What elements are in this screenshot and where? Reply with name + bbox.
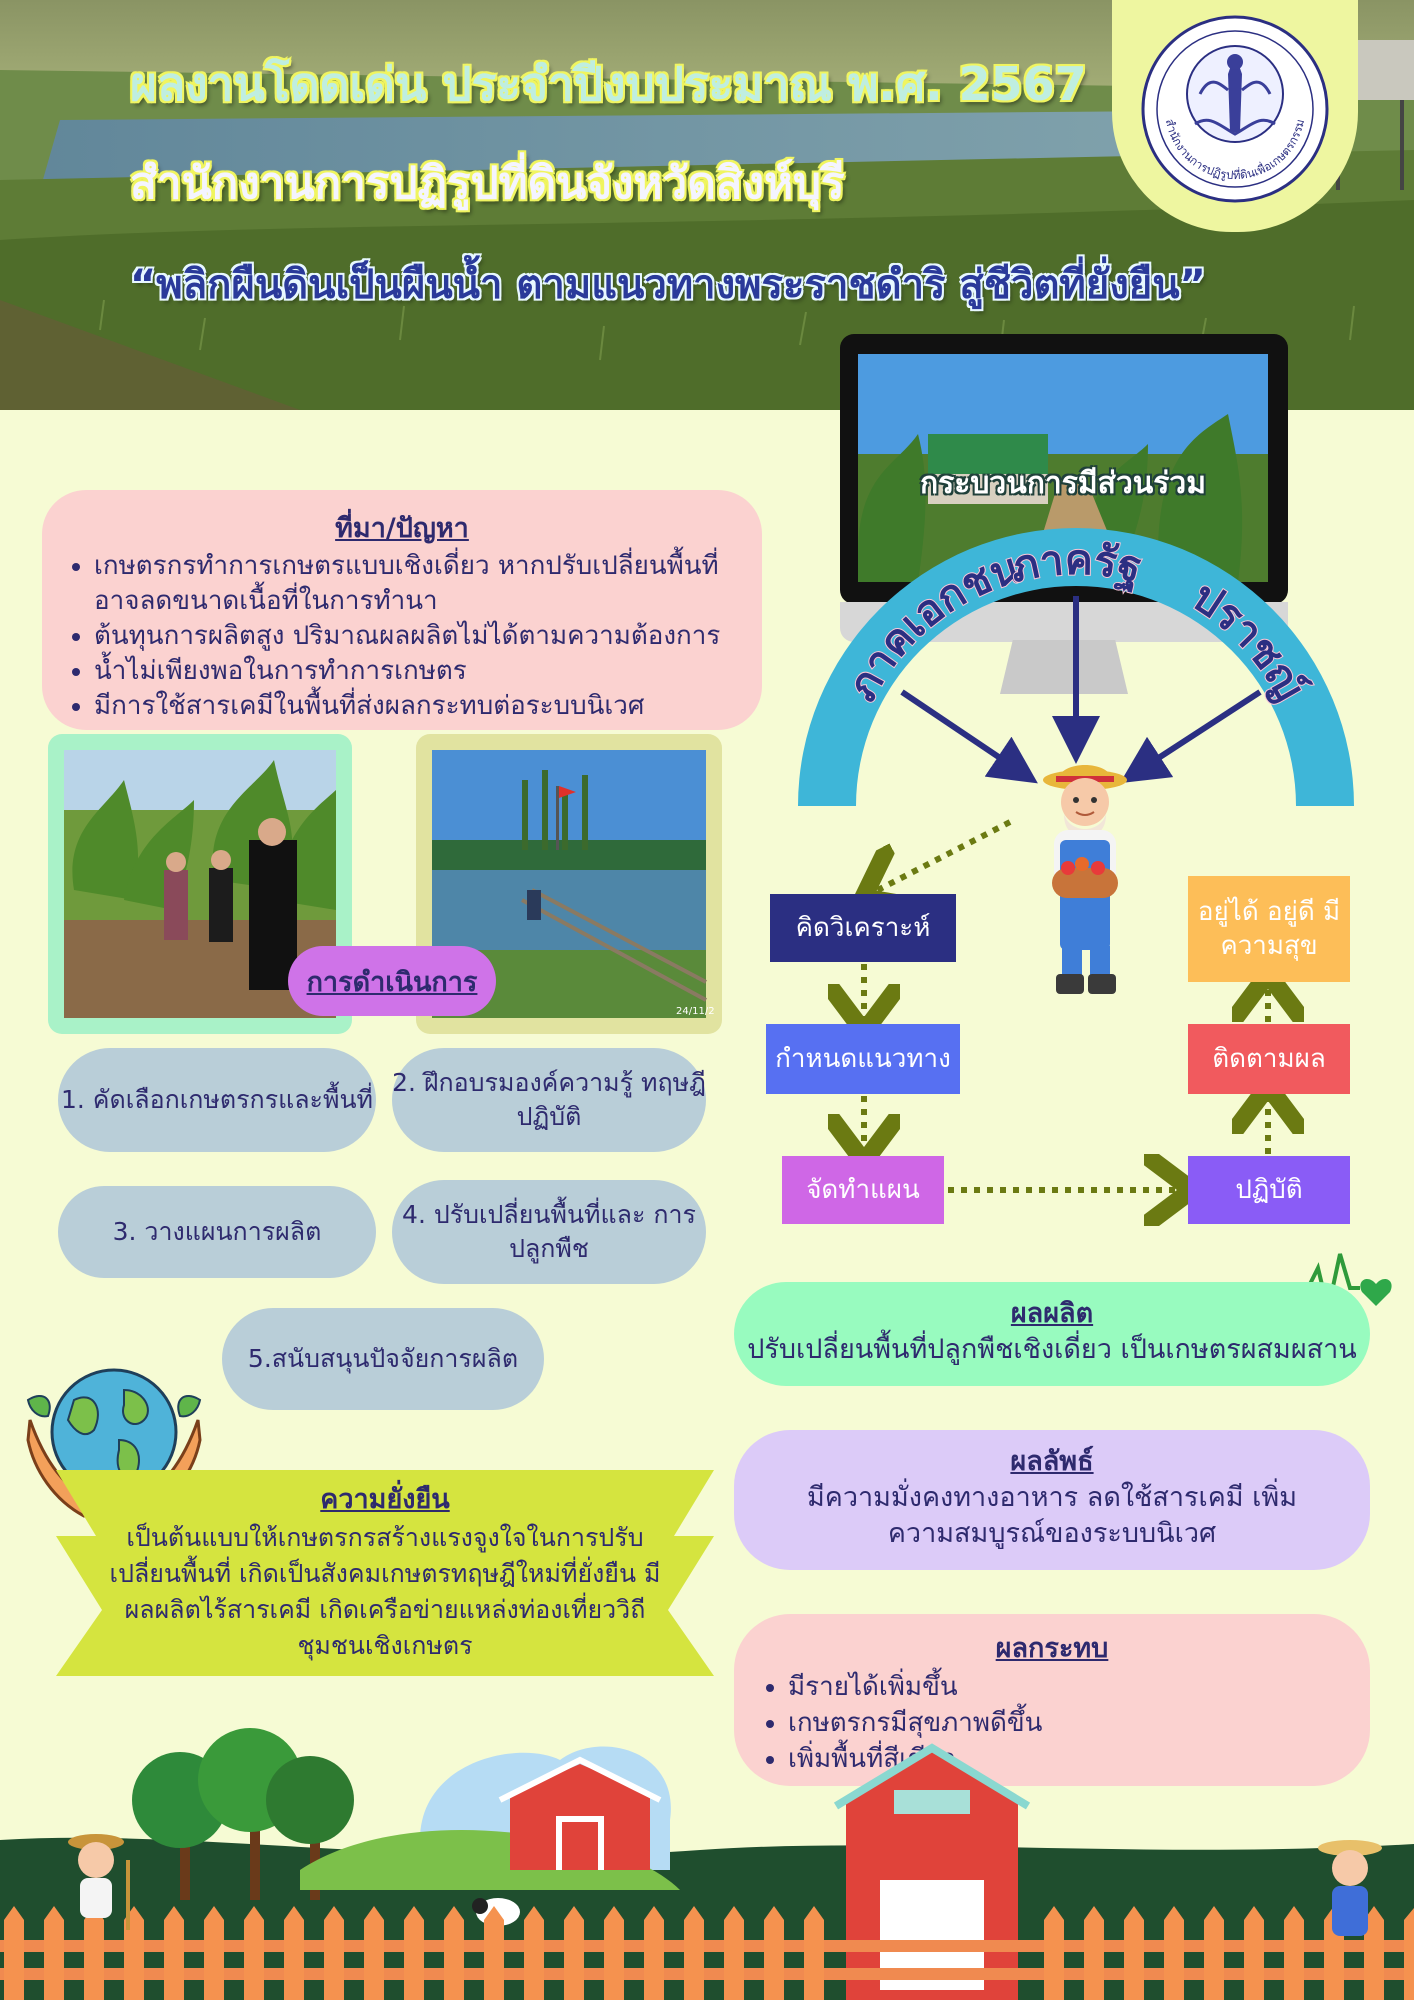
- red-barn-icon: [498, 1756, 662, 1870]
- slogan: “พลิกผืนดินเป็นผืนน้ำ ตามแนวทางพระราชดำร…: [130, 262, 1206, 308]
- problem-heading: ที่มา/ปัญหา: [335, 513, 469, 544]
- problem-item: น้ำไม่เพียงพอในการทำการเกษตร: [94, 654, 762, 689]
- impact-heading: ผลกระทบ: [995, 1633, 1109, 1664]
- output-heading: ผลผลิต: [1010, 1298, 1094, 1329]
- operation-step-1: 1. คัดเลือกเกษตรกรและพื้นที่: [58, 1048, 376, 1152]
- flow-step-happy: อยู่ได้ อยู่ดี มีความสุข: [1188, 876, 1350, 982]
- operation-step-5: 5.สนับสนุนปัจจัยการผลิต: [222, 1308, 544, 1410]
- arrow-scholar-to-farmer: [1119, 689, 1262, 784]
- arrow-private-to-farmer: [900, 689, 1038, 784]
- arrow-farmer-to-analyze: [874, 819, 1012, 892]
- problem-box: ที่มา/ปัญหา เกษตรกรทำการเกษตรแบบเชิงเดี่…: [42, 490, 762, 730]
- outcome-box: ผลลัพธ์ มีความมั่งคงทางอาหาร ลดใช้สารเคม…: [734, 1430, 1370, 1570]
- child-farmer-icon: [68, 1834, 130, 1930]
- sustainability-banner: [56, 1470, 714, 1676]
- problem-list: เกษตรกรทำการเกษตรแบบเชิงเดี่ยว หากปรับเป…: [42, 549, 762, 724]
- sustainability-content: ความยั่งยืน เป็นต้นแบบให้เกษตรกรสร้างแรง…: [100, 1482, 670, 1664]
- output-text: ปรับเปลี่ยนพื้นที่ปลูกพืชเชิงเดี่ยว เป็น…: [747, 1334, 1357, 1365]
- headline-title: ผลงานโดดเด่น ประจำปีงบประมาณ พ.ศ. 2567: [130, 57, 1087, 111]
- impact-box: ผลกระทบ มีรายได้เพิ่มขึ้น เกษตรกรมีสุขภา…: [734, 1614, 1370, 1786]
- operation-step-2: 2. ฝึกอบรมองค์ความรู้ ทฤษฎี ปฏิบัติ: [392, 1048, 706, 1152]
- operations-label: การดำเนินการ: [288, 946, 496, 1016]
- flow-step-monitor: ติดตามผล: [1188, 1024, 1350, 1094]
- operation-step-3: 3. วางแผนการผลิต: [58, 1186, 376, 1278]
- globe-in-hands-icon: [26, 1368, 202, 1518]
- problem-item: ต้นทุนการผลิตสูง ปริมาณผลผลิตไม่ได้ตามคว…: [94, 619, 762, 654]
- farm-footer-scene: [0, 1728, 1414, 2000]
- impact-item: มีรายได้เพิ่มขึ้น: [788, 1669, 1370, 1705]
- sustainability-text: เป็นต้นแบบให้เกษตรกรสร้างแรงจูงใจในการปร…: [109, 1523, 661, 1660]
- problem-item: มีการใช้สารเคมีในพื้นที่ส่งผลกระทบต่อระบ…: [94, 689, 762, 724]
- problem-item: เกษตรกรทำการเกษตรแบบเชิงเดี่ยว หากปรับเป…: [94, 549, 762, 619]
- agency-seal-logo: สำนักงานการปฏิรูปที่ดินเพื่อเกษตรกรรม: [1141, 15, 1329, 203]
- outcome-text: มีความมั่งคงทางอาหาร ลดใช้สารเคมี เพิ่มค…: [807, 1482, 1297, 1549]
- photo-date-stamp: 24/11/2: [676, 1006, 715, 1017]
- flow-step-do: ปฏิบัติ: [1188, 1156, 1350, 1224]
- flow-step-plan: จัดทำแผน: [782, 1156, 944, 1224]
- flow-step-analyze: คิดวิเคราะห์: [770, 894, 956, 962]
- tree-group-icon: [132, 1728, 354, 1900]
- participation-arch: ภาคเอกชน ภาครัฐ ปราชญ์: [798, 528, 1354, 806]
- monitor-stand: [1000, 640, 1128, 694]
- impact-item: เกษตรกรมีสุขภาพดีขึ้น: [788, 1705, 1370, 1741]
- old-farmer-icon: [1318, 1840, 1382, 1936]
- process-flow-arrows: [760, 819, 1380, 1240]
- output-box: ผลผลิต ปรับเปลี่ยนพื้นที่ปลูกพืชเชิงเดี่…: [734, 1282, 1370, 1386]
- participation-label: กระบวนการมีส่วนร่วม: [919, 466, 1207, 501]
- impact-list: มีรายได้เพิ่มขึ้น เกษตรกรมีสุขภาพดีขึ้น …: [734, 1669, 1370, 1777]
- outcome-heading: ผลลัพธ์: [1010, 1446, 1094, 1477]
- farmer-illustration: [1043, 765, 1127, 994]
- office-name-title: สำนักงานการปฏิรูปที่ดินจังหวัดสิงห์บุรี: [130, 158, 845, 209]
- operation-step-4: 4. ปรับเปลี่ยนพื้นที่และ การปลูกพืช: [392, 1180, 706, 1284]
- sustainability-heading: ความยั่งยืน: [320, 1484, 450, 1515]
- red-silo-barn-icon: [833, 1743, 1031, 2000]
- flow-step-guide: กำหนดแนวทาง: [766, 1024, 960, 1094]
